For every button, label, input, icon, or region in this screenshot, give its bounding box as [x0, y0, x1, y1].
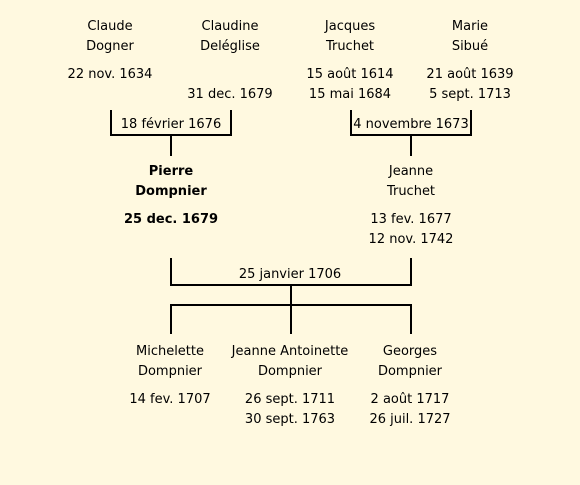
- last-name: Deléglise: [200, 39, 260, 54]
- connector-line: [410, 304, 412, 334]
- connector-line: [350, 134, 472, 136]
- birth-date: 13 fev. 1677: [370, 212, 452, 227]
- last-name: Sibué: [451, 39, 489, 54]
- death-date: [40, 85, 180, 105]
- death-date: [101, 230, 241, 250]
- person-michelette-dompnier: Michelette Dompnier 14 fev. 1707: [100, 342, 240, 430]
- death-date: 26 juil. 1727: [369, 412, 451, 427]
- first-name: Claudine: [201, 19, 259, 34]
- person-jacques-truchet: Jacques Truchet 15 août 1614 15 mai 1684: [280, 17, 420, 105]
- death-date: 30 sept. 1763: [244, 412, 336, 427]
- first-name: Claude: [87, 19, 133, 34]
- connector-line: [230, 110, 232, 136]
- first-name: Marie: [451, 19, 489, 34]
- connector-line: [470, 110, 472, 136]
- last-name: Dogner: [86, 39, 134, 54]
- last-name: Truchet: [325, 39, 375, 54]
- first-name: Jeanne Antoinette: [231, 344, 349, 359]
- death-date: 31 dec. 1679: [187, 87, 273, 102]
- death-date: [100, 410, 240, 430]
- last-name: Dompnier: [377, 364, 443, 379]
- birth-date: 25 dec. 1679: [123, 212, 219, 227]
- connector-line: [170, 304, 172, 334]
- death-date: 15 mai 1684: [308, 87, 392, 102]
- first-name: Jacques: [324, 19, 376, 34]
- connector-line: [170, 284, 412, 286]
- first-name: Georges: [382, 344, 438, 359]
- connector-line: [350, 110, 352, 136]
- connector-line: [110, 134, 232, 136]
- person-claudine-delеglise: Claudine Deléglise 31 dec. 1679: [160, 17, 300, 105]
- person-pierre-dompnier: Pierre Dompnier 25 dec. 1679: [101, 162, 241, 250]
- person-jeanne-truchet: Jeanne Truchet 13 fev. 1677 12 nov. 1742: [341, 162, 481, 250]
- person-georges-dompnier: Georges Dompnier 2 août 1717 26 juil. 17…: [340, 342, 480, 430]
- marriage-date-left: 18 février 1676: [120, 117, 222, 132]
- connector-line: [170, 136, 172, 156]
- marriage-date-right: 4 novembre 1673: [353, 117, 469, 132]
- connector-line: [290, 304, 292, 334]
- birth-date: 2 août 1717: [370, 392, 450, 407]
- person-jeanne-antoinette-dompnier: Jeanne Antoinette Dompnier 26 sept. 1711…: [220, 342, 360, 430]
- first-name: Pierre: [148, 164, 194, 179]
- death-date: 5 sept. 1713: [429, 87, 511, 102]
- person-marie-sibue: Marie Sibué 21 août 1639 5 sept. 1713: [400, 17, 540, 105]
- birth-date: 14 fev. 1707: [129, 392, 211, 407]
- connector-line: [410, 136, 412, 156]
- connector-line: [170, 258, 172, 286]
- person-claude-dogner: Claude Dogner 22 nov. 1634: [40, 17, 180, 105]
- first-name: Michelette: [135, 344, 204, 359]
- marriage-date-parents: 25 janvier 1706: [238, 267, 342, 282]
- last-name: Dompnier: [135, 184, 207, 199]
- last-name: Dompnier: [257, 364, 323, 379]
- last-name: Dompnier: [137, 364, 203, 379]
- last-name: Truchet: [386, 184, 436, 199]
- death-date: 12 nov. 1742: [368, 232, 454, 247]
- birth-date: [160, 65, 300, 85]
- birth-date: 15 août 1614: [306, 67, 394, 82]
- first-name: Jeanne: [388, 164, 434, 179]
- birth-date: 22 nov. 1634: [67, 67, 153, 82]
- birth-date: 21 août 1639: [426, 67, 514, 82]
- connector-line: [110, 110, 112, 136]
- connector-line: [290, 286, 292, 306]
- connector-line: [410, 258, 412, 286]
- birth-date: 26 sept. 1711: [244, 392, 336, 407]
